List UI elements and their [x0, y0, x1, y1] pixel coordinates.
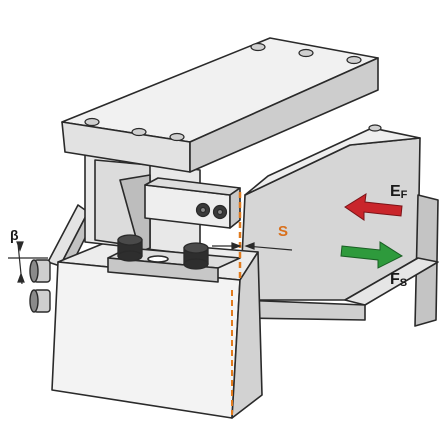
cap-screw-right	[183, 242, 209, 270]
s-dimension-marker	[212, 242, 293, 251]
fs-label-main: F	[390, 271, 400, 288]
slide-bracket	[144, 177, 241, 229]
mounting-holes	[84, 42, 382, 142]
side-pins	[29, 259, 51, 313]
s-label: S	[278, 223, 288, 240]
fs-label: FS	[390, 271, 407, 289]
ef-label: EF	[390, 183, 408, 201]
rear-housing	[239, 127, 439, 327]
fs-force-arrow	[340, 241, 404, 269]
bracket-screws	[195, 202, 228, 220]
fs-label-sub: S	[400, 277, 407, 289]
upper-tool-block	[61, 37, 379, 173]
beta-angle-marker	[8, 241, 48, 285]
ef-force-arrow	[344, 193, 403, 221]
beta-label: β	[10, 227, 19, 243]
ef-label-sub: F	[401, 189, 408, 201]
ef-label-main: E	[390, 183, 401, 200]
cap-screw-left	[117, 234, 143, 262]
